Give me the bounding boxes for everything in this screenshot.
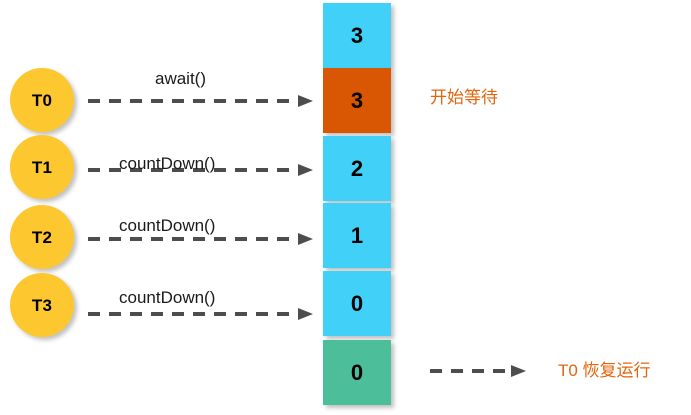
thread-label: T3 (31, 295, 53, 315)
counter-value: 3 (350, 87, 364, 113)
counter-box-await: 3 (323, 68, 391, 133)
counter-value: 2 (350, 155, 364, 181)
annotation-waiting: 开始等待 (430, 88, 498, 107)
thread-node-t3: T3 (10, 273, 74, 337)
arrow-t0-await (88, 94, 313, 108)
counter-box-count-0: 0 (323, 271, 391, 336)
thread-label: T0 (31, 90, 53, 110)
counter-box-released: 0 (323, 340, 391, 405)
counter-value: 3 (350, 22, 364, 48)
counter-box-count-2: 2 (323, 136, 391, 201)
counter-box-count-1: 1 (323, 203, 391, 268)
call-label-t2-countdown: countDown() (119, 216, 216, 235)
call-label-t3-countdown: countDown() (119, 288, 216, 307)
thread-node-t0: T0 (10, 68, 74, 132)
counter-value: 0 (350, 290, 364, 316)
annotation-resume: T0 恢复运行 (558, 361, 651, 380)
thread-node-t2: T2 (10, 205, 74, 269)
thread-label: T1 (31, 157, 53, 177)
arrow-t1-countdown (88, 163, 313, 177)
counter-value: 0 (350, 359, 364, 385)
thread-label: T2 (31, 227, 53, 247)
arrow-release-t0 (430, 364, 526, 378)
call-label-await: await() (155, 69, 207, 88)
arrow-t3-countdown (88, 307, 313, 321)
counter-value: 1 (350, 222, 364, 248)
thread-node-t1: T1 (10, 135, 74, 199)
counter-box-initial: 3 (323, 3, 391, 68)
arrow-t2-countdown (88, 232, 313, 246)
call-label-t1-countdown: countDown() (119, 154, 216, 173)
